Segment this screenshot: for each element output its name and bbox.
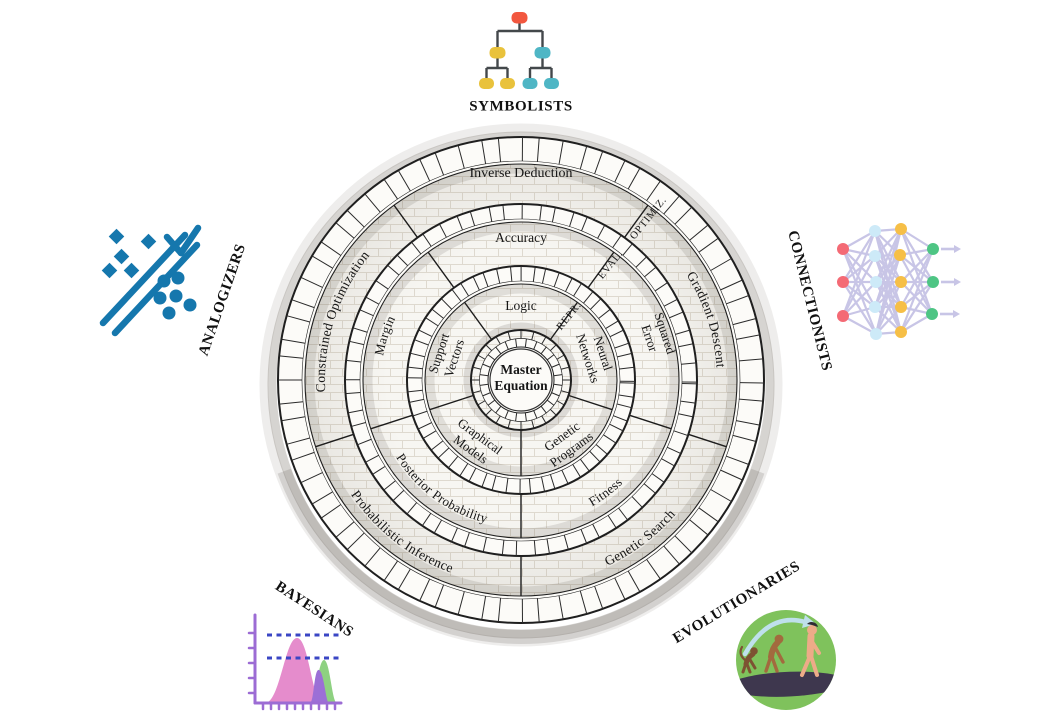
evolution-march-icon (736, 610, 836, 710)
nn-link (842, 281, 877, 335)
nn-node (869, 301, 881, 313)
hub-bricks (471, 330, 571, 430)
evaluation-label-symbolists: Accuracy (495, 230, 547, 245)
nn-link (842, 281, 877, 317)
nn-link (899, 254, 934, 283)
nn-arrowhead (954, 245, 961, 253)
nn-link (900, 281, 934, 333)
nn-node (927, 276, 939, 288)
nn-link (899, 254, 933, 315)
nn-node (895, 276, 907, 288)
monkey-figure (739, 645, 758, 674)
nn-node (895, 223, 907, 235)
nn-node (870, 276, 882, 288)
decision-tree-icon (479, 12, 559, 89)
nn-node (837, 310, 849, 322)
tree-branches (485, 23, 553, 78)
nn-link (874, 254, 902, 335)
probability-distributions-icon (247, 613, 343, 711)
nn-node (894, 249, 906, 261)
ape-figure (764, 634, 785, 673)
nn-node (926, 308, 938, 320)
analogy-lines (99, 224, 202, 337)
nn-link (842, 248, 877, 283)
nn-link (875, 228, 902, 283)
nn-link (900, 248, 934, 308)
nn-link (842, 230, 876, 283)
tree-root-node (511, 12, 528, 24)
optimization-label-symbolists: Inverse Deduction (469, 166, 572, 181)
tribe-label-symbolists: SYMBOLISTS (469, 98, 573, 115)
pink-distribution (265, 638, 323, 703)
nn-node (895, 326, 907, 338)
tree-leaf (500, 78, 515, 89)
nn-link (842, 230, 876, 250)
sector-divider-spokes (289, 182, 753, 623)
nn-link (899, 228, 934, 315)
human-figure (800, 622, 821, 677)
nn-link (900, 281, 933, 315)
wall-bricks (407, 265, 635, 495)
nn-node (895, 301, 907, 313)
circle-class-points (153, 271, 197, 320)
nn-link (874, 228, 903, 335)
nn-link (842, 315, 877, 335)
nn-link (900, 281, 934, 308)
nn-link (899, 248, 935, 333)
tree-leaf (544, 78, 559, 89)
ground-path (736, 671, 836, 697)
neural-network-icon (837, 223, 961, 340)
nn-link (900, 248, 934, 283)
nn-node (927, 243, 939, 255)
nn-link (873, 228, 903, 308)
nn-link (900, 228, 934, 250)
nn-node (870, 328, 882, 340)
center-label-master: Master (500, 362, 541, 377)
overlap-region (310, 669, 329, 703)
nn-link (841, 248, 878, 335)
wall-bricks (344, 204, 697, 556)
nn-link (842, 255, 876, 283)
nn-arrowhead (954, 278, 961, 286)
plot-axes (247, 613, 343, 711)
wall-bricks (278, 137, 764, 623)
nn-link (874, 228, 902, 257)
nn-link (842, 281, 876, 308)
tree-leaf (522, 78, 538, 89)
center-label-equation: Equation (494, 378, 548, 393)
nn-link (842, 248, 876, 308)
nn-node (837, 243, 849, 255)
tree-node (534, 47, 551, 59)
nn-link (875, 281, 902, 335)
nearest-neighbor-icon (99, 224, 202, 337)
nn-link (900, 228, 934, 283)
nn-node (837, 276, 849, 288)
tree-leaf (479, 78, 494, 89)
threshold-dashed-lines (267, 633, 341, 660)
nn-node (869, 225, 881, 237)
evolution-arrow (742, 617, 808, 657)
nn-link (842, 255, 876, 317)
representation-label-connectionists: NeuralNetworks (573, 327, 618, 385)
tree-node (489, 47, 506, 59)
representation-label-symbolists: Logic (505, 298, 537, 313)
nn-arrowhead (953, 310, 960, 318)
nn-node (869, 250, 881, 262)
nn-link (841, 230, 877, 317)
nn-link (875, 306, 902, 335)
